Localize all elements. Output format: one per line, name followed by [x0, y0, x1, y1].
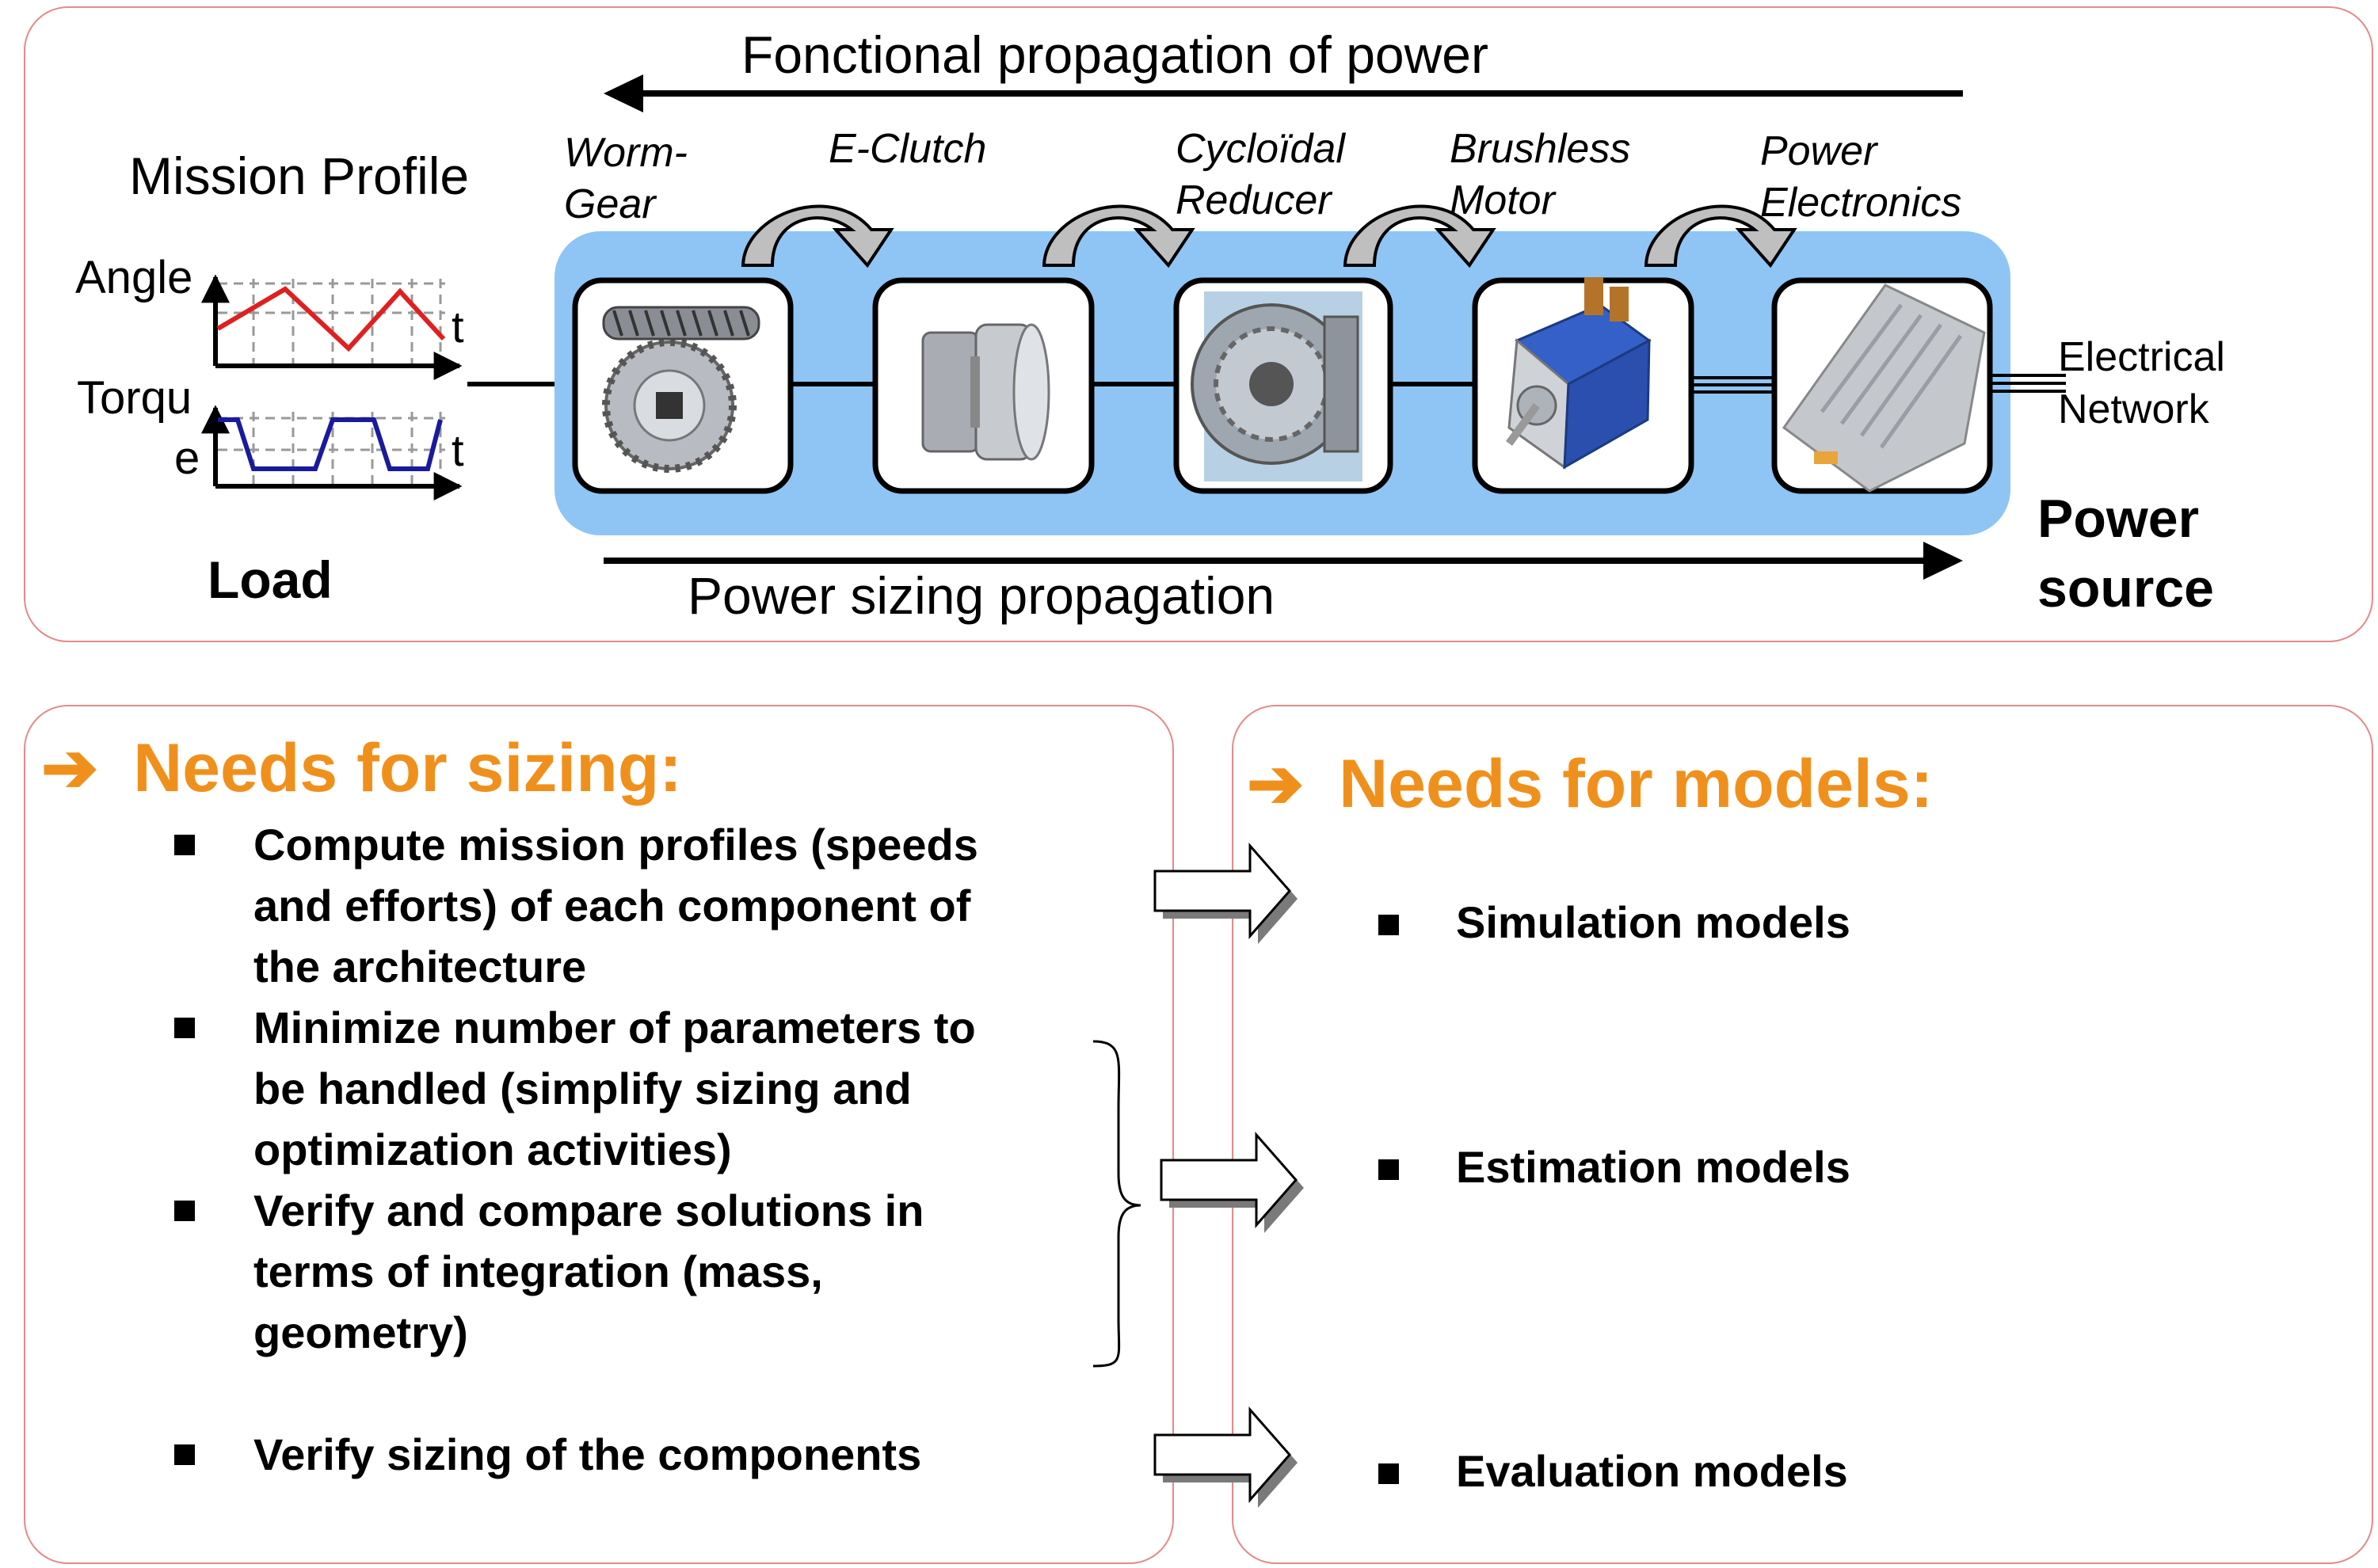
load-label: Load — [208, 550, 333, 609]
bullet-icon — [1378, 1159, 1399, 1180]
functional-propagation-label: Fonctional propagation of power — [741, 25, 1488, 84]
block-connections — [791, 374, 2066, 394]
needs-models-title: ➔ Needs for models: — [1247, 744, 1933, 824]
brushless-motor-block — [1472, 277, 1694, 494]
sizing-bullet-1: Compute mission profiles (speeds and eff… — [253, 814, 978, 997]
brace-icon — [1092, 1040, 1141, 1368]
needs-models-panel — [1232, 705, 2373, 1564]
block-arrow-icon — [1153, 1406, 1298, 1508]
mission-profile-label: Mission Profile — [129, 147, 469, 205]
power-sizing-label: Power sizing propagation — [688, 566, 1275, 625]
model-item-simulation: Simulation models — [1456, 897, 1850, 947]
torque-t-label: t — [452, 425, 464, 475]
clutch-icon — [921, 323, 1050, 461]
sizing-bullet-1-line-3: the architecture — [253, 942, 587, 991]
component-label-e-clutch: E-Clutch — [829, 126, 986, 172]
block-arrow-icon — [1160, 1132, 1304, 1233]
block-arrow-icon — [1153, 843, 1298, 944]
power-electronics-icon — [1782, 284, 1986, 493]
component-label-cycloidal-2: Reducer — [1176, 177, 1333, 223]
model-item-evaluation: Evaluation models — [1456, 1446, 1848, 1496]
architecture-diagram: Fonctional propagation of power Mission … — [75, 25, 2225, 625]
bullet-icon — [1378, 915, 1399, 935]
bullet-icon — [174, 835, 195, 855]
sizing-bullet-2-line-3: optimization activities) — [253, 1125, 732, 1174]
bullet-icon — [174, 1201, 195, 1221]
sizing-bullet-2-line-1: Minimize number of parameters to — [253, 1003, 976, 1052]
component-label-brushless-1: Brushless — [1450, 126, 1630, 172]
component-label-worm-gear-2: Gear — [564, 181, 657, 227]
curved-arrow-icon — [1644, 204, 1797, 268]
arrow-right-icon — [604, 542, 1963, 580]
power-electronics-block — [1771, 277, 1993, 494]
needs-sizing-panel — [24, 705, 1174, 1564]
angle-t-label: t — [452, 302, 464, 352]
needs-sizing-title-text: Needs for sizing: — [133, 730, 682, 806]
e-clutch-block — [872, 277, 1095, 494]
component-label-brushless-2: Motor — [1450, 177, 1557, 223]
component-label-worm-gear-1: Worm- — [564, 130, 688, 176]
power-source-label-2: source — [2037, 558, 2214, 618]
bullet-icon — [174, 1018, 195, 1038]
sizing-bullet-1-line-1: Compute mission profiles (speeds — [253, 820, 978, 870]
torque-curve — [218, 417, 443, 471]
cycloidal-reducer-icon — [1191, 291, 1362, 481]
electrical-network-label-2: Network — [2058, 386, 2210, 432]
curved-arrow-icon — [1042, 204, 1195, 268]
component-label-cycloidal-1: Cycloïdal — [1176, 126, 1346, 172]
brushless-motor-icon — [1505, 277, 1652, 470]
angle-plot — [201, 274, 463, 380]
power-source-label-1: Power — [2037, 489, 2199, 549]
worm-gear-block — [572, 277, 794, 494]
sizing-bullet-3-line-1: Verify and compare solutions in — [253, 1186, 924, 1235]
torque-plot — [201, 405, 463, 500]
bullet-icon — [174, 1444, 195, 1465]
arrow-icon: ➔ — [1247, 746, 1305, 822]
bullet-icon — [1378, 1463, 1399, 1484]
sizing-bullet-2-line-2: be handled (simplify sizing and — [253, 1064, 912, 1113]
component-label-power-electronics-1: Power — [1760, 128, 1879, 174]
needs-sizing-title: ➔ Needs for sizing: — [41, 729, 682, 808]
curved-arrow-icon — [741, 204, 894, 268]
arrow-icon: ➔ — [41, 730, 99, 806]
component-label-power-electronics-2: Electronics — [1760, 180, 1961, 226]
sizing-bullet-4-line-1: Verify sizing of the components — [253, 1429, 922, 1479]
cycloidal-reducer-block — [1173, 277, 1393, 494]
needs-models-title-text: Needs for models: — [1339, 746, 1934, 822]
electrical-network-label-1: Electrical — [2058, 334, 2225, 380]
angle-label: Angle — [75, 252, 192, 303]
model-item-estimation: Estimation models — [1456, 1142, 1850, 1192]
sizing-bullet-1-line-2: and efforts) of each component of — [253, 881, 971, 931]
torque-label-line2: e — [174, 432, 200, 484]
sizing-bullet-3-line-3: geometry) — [253, 1307, 468, 1357]
sizing-bullet-4: Verify sizing of the components — [253, 1424, 921, 1485]
arrow-left-icon — [604, 74, 1963, 112]
worm-gear-icon — [602, 306, 760, 473]
angle-curve — [216, 286, 446, 352]
sizing-bullet-3: Verify and compare solutions in terms of… — [253, 1180, 924, 1363]
curved-arrow-icon — [1343, 204, 1496, 268]
torque-label-line1: Torqu — [77, 372, 192, 424]
sizing-bullet-2: Minimize number of parameters to be hand… — [253, 997, 976, 1180]
sizing-bullet-3-line-2: terms of integration (mass, — [253, 1246, 823, 1296]
